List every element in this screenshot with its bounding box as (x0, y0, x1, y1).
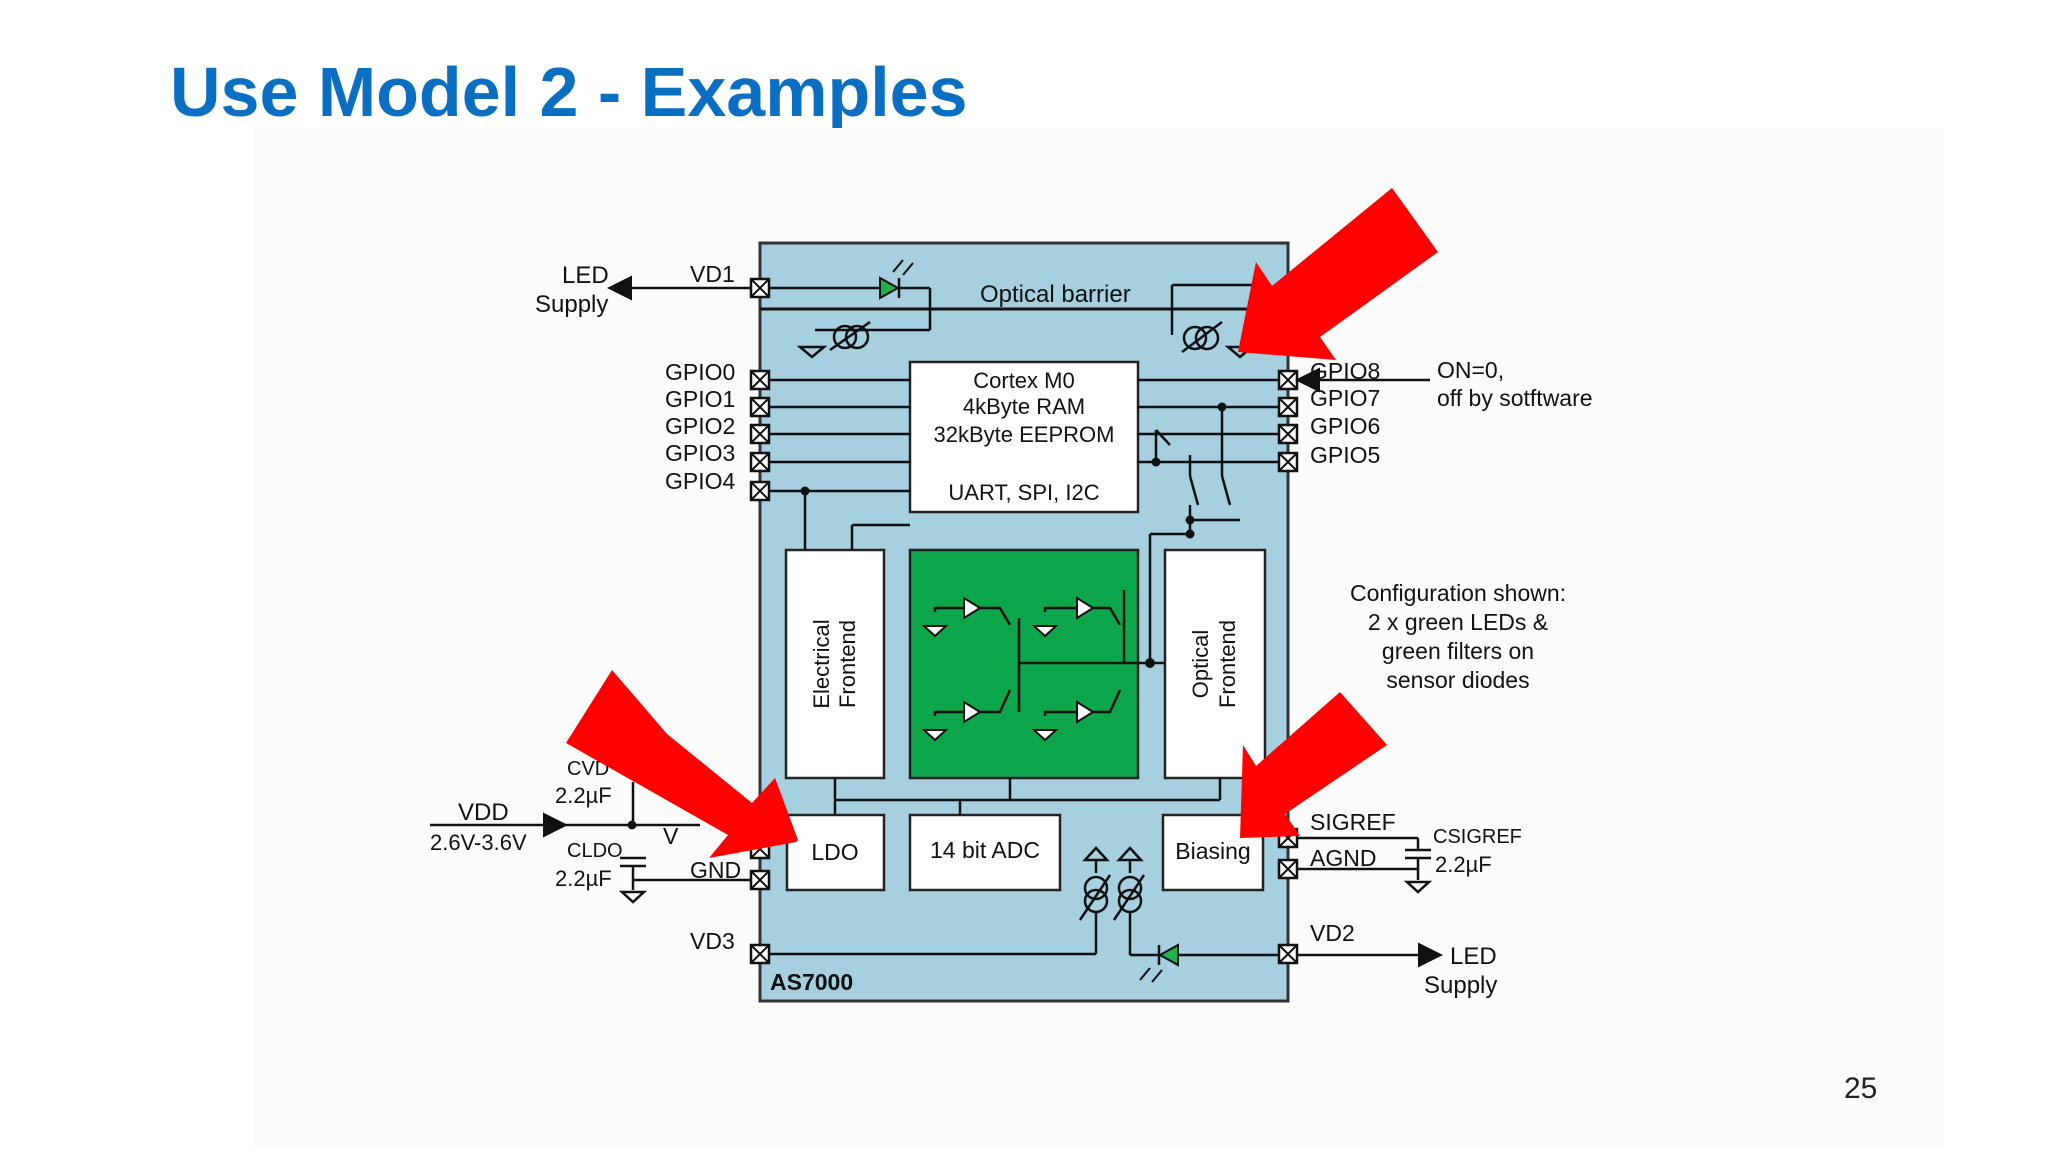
ldo-capacitor-icon (618, 782, 751, 904)
pin-gpio0: GPIO0 (665, 359, 735, 385)
adc-block (908, 813, 1062, 892)
mcu-line1: Cortex M0 (973, 368, 1074, 393)
biasing-label: Biasing (1175, 838, 1250, 864)
chip-name: AS7000 (770, 969, 853, 995)
electrical-frontend-line1: Electrical (809, 619, 834, 708)
top-led-icon (879, 276, 901, 300)
adc-label: 14 bit ADC (930, 837, 1040, 863)
pin-vd2: VD2 (1310, 920, 1355, 946)
led-supply-bottom-2: Supply (1424, 972, 1497, 999)
mcu-line4: UART, SPI, I2C (948, 480, 1099, 505)
mcu-line3: 32kByte EEPROM (934, 422, 1115, 447)
optical-frontend-line2: Frontend (1215, 620, 1240, 708)
pin-gpio6: GPIO6 (1310, 413, 1380, 439)
sigref-capacitor-icon (1297, 836, 1433, 894)
pin-sigref: SIGREF (1310, 809, 1396, 835)
pin-gpio2: GPIO2 (665, 413, 735, 439)
cldo-value: 2.2µF (555, 866, 612, 891)
ldo-label: LDO (811, 839, 858, 865)
slide-title: Use Model 2 - Examples (170, 53, 968, 131)
cvd-label: CVD (567, 758, 609, 780)
cvd-value: 2.2µF (555, 783, 612, 808)
ldo-block (785, 813, 886, 892)
gpio-right-lines (1138, 378, 1288, 464)
csigref-value: 2.2µF (1435, 852, 1492, 877)
pin-v: V (663, 823, 679, 849)
pin-gpio5: GPIO5 (1310, 442, 1380, 468)
mcu-line2: 4kByte RAM (963, 394, 1085, 419)
page-number: 25 (1844, 1072, 1878, 1105)
pin-gnd: GND (690, 857, 741, 883)
pin-gpio7: GPIO7 (1310, 385, 1380, 411)
optical-frontend-block (1163, 548, 1267, 780)
cldo-label: CLDO (567, 840, 623, 862)
red-arrow-bottom-right (1240, 692, 1387, 838)
on-off-label-1: ON=0, (1437, 357, 1504, 383)
ground-symbols-sensor (921, 625, 1059, 742)
pin-vd3: VD3 (690, 928, 735, 954)
pin-gpio3: GPIO3 (665, 440, 735, 466)
pin-agnd: AGND (1310, 845, 1376, 871)
note-line2: 2 x green LEDs & (1368, 609, 1548, 635)
on-off-label-2: off by sotftware (1437, 385, 1593, 411)
photodiode-icons (963, 596, 1095, 724)
note-line1: Configuration shown: (1350, 580, 1566, 606)
led-supply-top-1: LED (562, 262, 609, 289)
gpio-left-lines (760, 378, 910, 493)
led-supply-top-2: Supply (535, 291, 608, 318)
mcu-block (908, 360, 1140, 514)
note-line4: sensor diodes (1386, 667, 1529, 693)
red-arrow-top-right (1238, 188, 1438, 360)
optical-frontend-line1: Optical (1188, 630, 1213, 698)
pin-gpio1: GPIO1 (665, 386, 735, 412)
red-arrow-bottom-left (566, 670, 798, 858)
led-supply-bottom-1: LED (1450, 943, 1497, 970)
pin-gpio4: GPIO4 (665, 468, 736, 494)
bottom-current-sources-icon (1078, 846, 1146, 935)
note-line3: green filters on (1382, 638, 1534, 664)
pin-pad-crosses (750, 278, 1298, 964)
pin-vd1: VD1 (690, 261, 735, 287)
top-left-current-source-icon (796, 320, 871, 359)
csigref-label: CSIGREF (1433, 826, 1522, 848)
bottom-led-icon (1157, 943, 1179, 967)
electrical-frontend-line2: Frontend (835, 620, 860, 708)
optical-barrier-label: Optical barrier (980, 281, 1131, 308)
vdd-range-label: 2.6V-3.6V (430, 830, 527, 855)
vdd-label: VDD (458, 799, 509, 826)
